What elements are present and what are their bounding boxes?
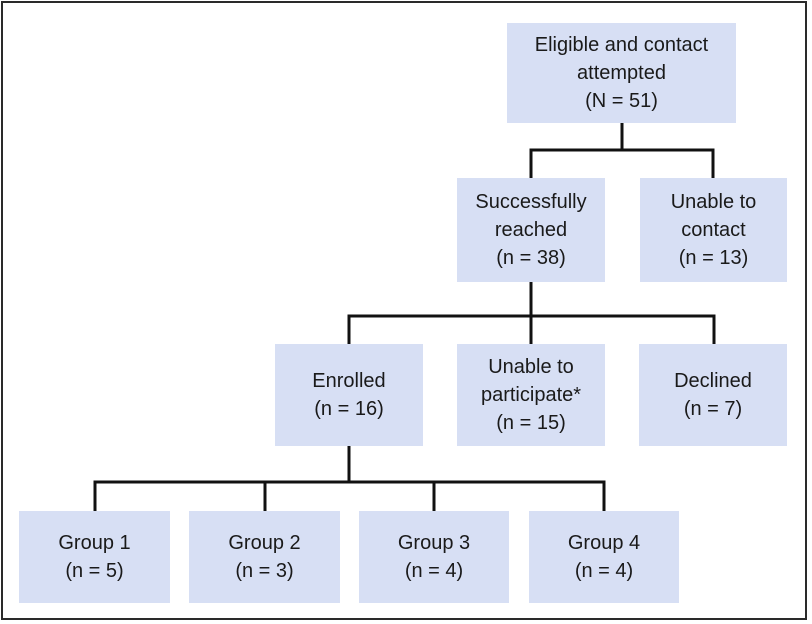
- unable-participate-line-2: participate*: [480, 384, 582, 406]
- group-2-label: Group 2: [228, 532, 301, 554]
- eligible-line-2: attempted: [577, 62, 666, 84]
- enrolled-label: Enrolled: [312, 370, 386, 392]
- declined-label: Declined: [674, 370, 752, 392]
- group-4-count: (n = 4): [574, 560, 634, 582]
- eligible-line-1: Eligible and contact: [534, 34, 709, 56]
- eligible-contact-box: Eligible and contact attempted (N = 51): [507, 23, 736, 123]
- enrolled-box: Enrolled (n = 16): [275, 344, 423, 446]
- group-3-label: Group 3: [397, 532, 471, 554]
- declined-box: Declined (n = 7): [639, 344, 787, 446]
- group-1-label: Group 1: [58, 532, 131, 554]
- group-1-count: (n = 5): [65, 560, 124, 582]
- group-4-box: Group 4 (n = 4): [529, 511, 679, 603]
- group-1-box: Group 1 (n = 5): [19, 511, 170, 603]
- successfully-reached-box: Successfully reached (n = 38): [457, 178, 605, 282]
- declined-count: (n = 7): [683, 398, 743, 420]
- reached-count: (n = 38): [496, 247, 566, 269]
- group-3-box: Group 3 (n = 4): [359, 511, 509, 603]
- unable-contact-line-2: contact: [681, 219, 746, 241]
- unable-to-participate-box: Unable to participate* (n = 15): [457, 344, 605, 446]
- reached-line-1: Successfully: [475, 191, 587, 213]
- group-3-count: (n = 4): [404, 560, 464, 582]
- unable-participate-count: (n = 15): [496, 412, 566, 434]
- unable-contact-count: (n = 13): [678, 247, 749, 269]
- enrolled-count: (n = 16): [314, 398, 384, 420]
- group-4-label: Group 4: [567, 532, 641, 554]
- reached-line-2: reached: [494, 219, 568, 241]
- group-2-count: (n = 3): [235, 560, 294, 582]
- unable-contact-line-1: Unable to: [670, 191, 757, 213]
- unable-to-contact-box: Unable to contact (n = 13): [640, 178, 787, 282]
- unable-participate-line-1: Unable to: [488, 356, 574, 378]
- group-2-box: Group 2 (n = 3): [189, 511, 340, 603]
- eligible-count: (N = 51): [585, 90, 658, 112]
